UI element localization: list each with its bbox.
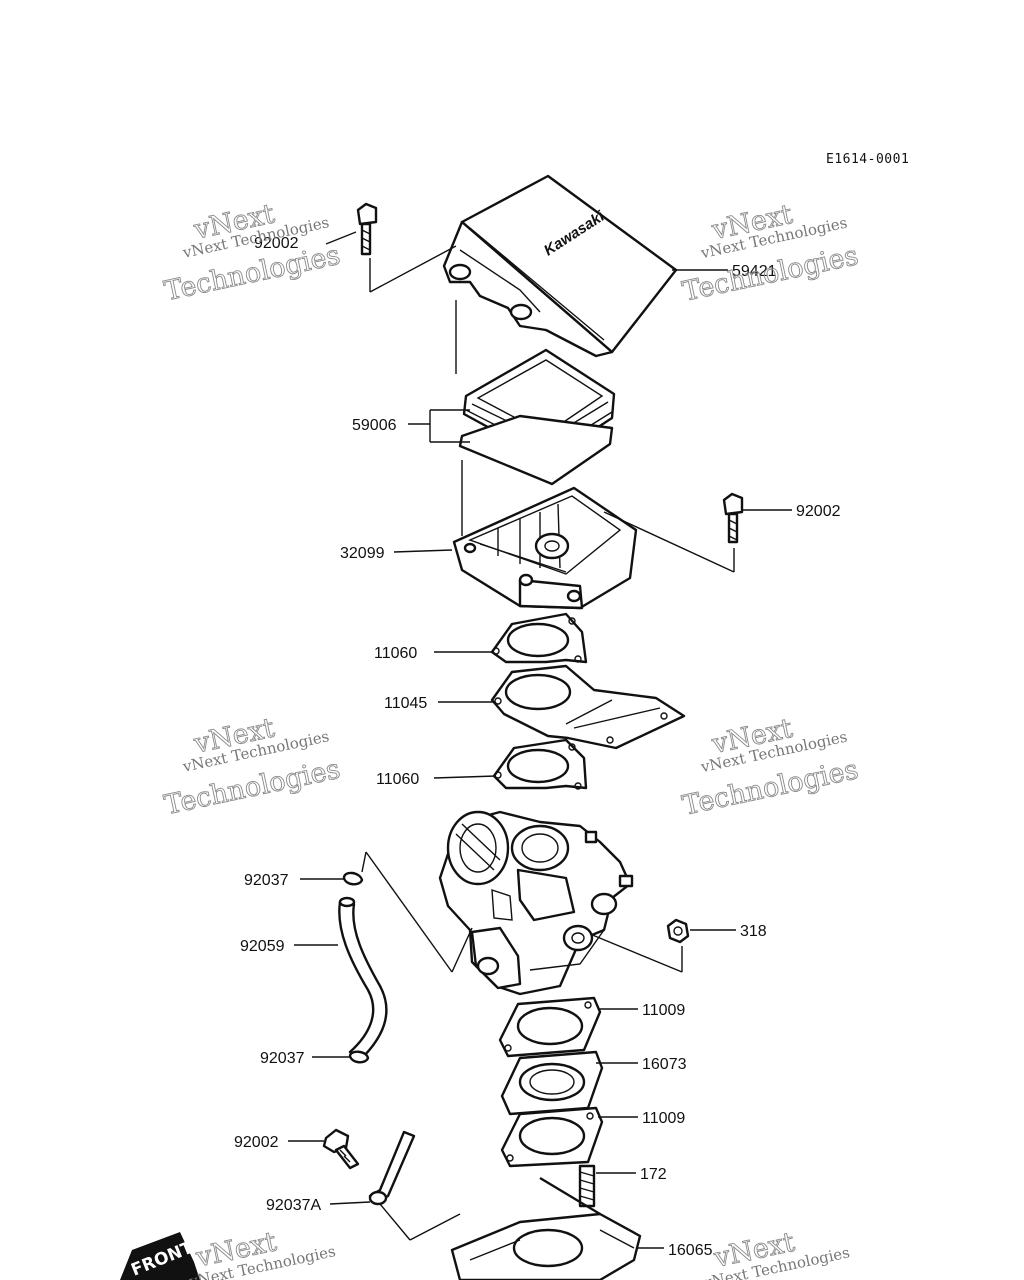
label-11009-lower: 11009 <box>642 1110 685 1127</box>
air-filter <box>458 348 616 486</box>
watermark-mid-right: vNext vNext Technologies Technologies <box>679 713 861 823</box>
watermark-bottom-left: vNext vNext Technologies <box>187 1226 337 1280</box>
bolt-right <box>603 492 744 573</box>
label-92002-lower: 92002 <box>234 1134 279 1151</box>
gasket-11060-top <box>490 612 588 664</box>
label-92037A: 92037A <box>266 1197 321 1214</box>
label-92037-top: 92037 <box>244 872 289 889</box>
label-11060-bottom: 11060 <box>376 771 419 788</box>
clip-92037-top <box>342 871 364 886</box>
label-172: 172 <box>640 1166 667 1183</box>
label-11009-upper: 11009 <box>642 1002 685 1019</box>
label-59006: 59006 <box>352 417 397 434</box>
clip-92037-bottom <box>348 1050 370 1064</box>
watermark-bottom-right: vNext vNext Technologies <box>701 1226 851 1280</box>
watermark-mid-left: vNext vNext Technologies Technologies <box>161 712 343 822</box>
label-92002-top: 92002 <box>254 235 299 252</box>
label-11060-top: 11060 <box>374 645 417 662</box>
bracket-92037A <box>368 1130 416 1206</box>
bolt-lower <box>322 1128 360 1170</box>
nut-318 <box>589 918 690 973</box>
carburetor <box>438 810 634 996</box>
label-92002-right: 92002 <box>796 503 841 520</box>
gasket-11060-bottom <box>492 738 588 790</box>
label-318: 318 <box>740 923 767 940</box>
insulator-16073 <box>500 1050 604 1116</box>
label-32099: 32099 <box>340 545 385 562</box>
diagram-code: E1614-0001 <box>826 152 909 167</box>
label-16073: 16073 <box>642 1056 687 1073</box>
label-11045: 11045 <box>384 695 427 712</box>
air-cleaner-base <box>452 486 638 610</box>
watermark-top-left: vNext vNext Technologies Technologies <box>161 198 343 308</box>
label-16065: 16065 <box>668 1242 713 1259</box>
label-92037-bottom: 92037 <box>260 1050 305 1067</box>
stud-172 <box>578 1164 596 1208</box>
plate-11045 <box>490 664 686 750</box>
label-59421: 59421 <box>732 263 777 280</box>
hose-92059 <box>338 896 388 1060</box>
watermark-top-right: vNext vNext Technologies Technologies <box>679 199 861 309</box>
label-92059: 92059 <box>240 938 285 955</box>
bolt-top-left <box>356 202 457 293</box>
air-cleaner-cover: Kawasaki <box>442 174 678 358</box>
gasket-11009-lower <box>500 1106 604 1168</box>
gasket-11009-upper <box>498 996 602 1058</box>
manifold-16065 <box>450 1176 642 1280</box>
